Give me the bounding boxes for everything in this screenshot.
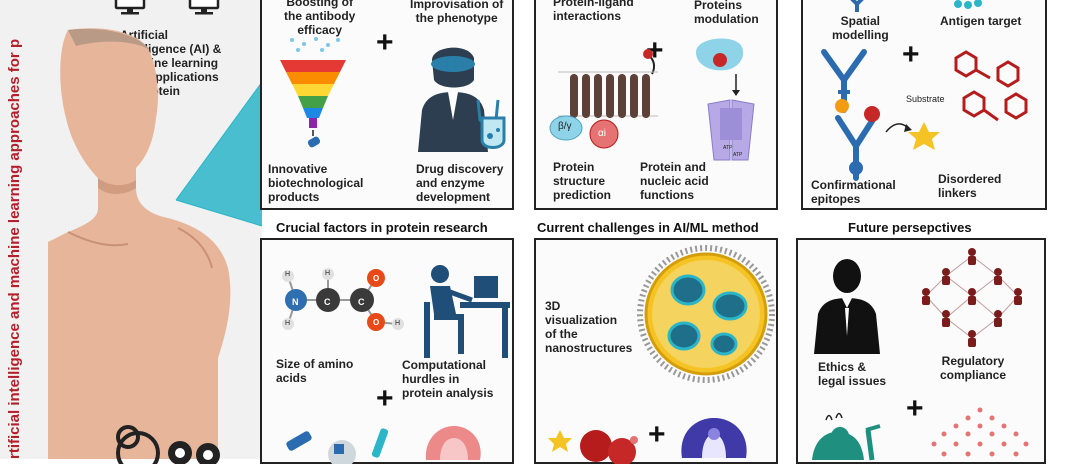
funnel-icon (280, 37, 346, 148)
molecule-structures-icon (954, 50, 1028, 122)
antibody-icon (821, 49, 867, 113)
nanoparticle-icon (637, 245, 775, 383)
label-antigen-target: Antigen target (940, 14, 1022, 28)
protein-modulation-icon (696, 38, 755, 161)
monitor-icon (114, 0, 146, 15)
network-people-icon (922, 248, 1022, 347)
title-future-perspectives: Future persepctives (848, 220, 972, 235)
atom-c-1: C (324, 297, 331, 307)
amino-acid-molecule-icon (282, 268, 404, 331)
organ-icon (425, 426, 481, 460)
label-atp-2: ATP (733, 152, 743, 158)
label-beta-gamma: β/γ (558, 121, 572, 132)
gpcr-receptor-icon (549, 49, 658, 149)
teal-beam (175, 81, 263, 227)
scientist-icon (418, 47, 506, 152)
human-figure (48, 28, 231, 460)
gears-icon (116, 425, 220, 464)
monitor-icon (188, 0, 220, 15)
computer-user-icon (424, 265, 510, 358)
atom-h-2: H (285, 320, 291, 327)
plus-icon: + (648, 418, 666, 451)
side-title: rtificial intelligence and machine learn… (6, 38, 23, 459)
atom-h-3: H (325, 270, 331, 277)
atom-o-2: O (373, 318, 380, 327)
plus-icon: + (902, 38, 920, 71)
atom-c-2: C (358, 297, 365, 307)
atom-h-1: H (285, 271, 291, 278)
antigen-small-icon (954, 0, 982, 9)
plus-icon: + (376, 26, 394, 59)
title-current-challenges: Current challenges in AI/ML method (537, 220, 759, 235)
label-alpha: αi (598, 128, 607, 139)
molecular-interaction-icon (548, 430, 638, 464)
epitope-antibody-icon (835, 106, 940, 181)
sick-person-icon (812, 412, 881, 461)
antibody-small-icon (850, 0, 864, 12)
businessman-icon (814, 259, 880, 354)
atom-h-4: H (395, 320, 401, 327)
label-atp-1: ATP (723, 145, 733, 151)
crowd-dots-icon (931, 407, 1029, 457)
title-crucial-factors: Crucial factors in protein research (276, 220, 488, 235)
protein-complex-icon (681, 418, 747, 458)
panel-crucial-factors (260, 238, 514, 464)
label-ethics-legal: Ethics &legal issues (818, 360, 887, 388)
atom-n: N (292, 297, 299, 307)
plus-icon: + (906, 392, 924, 425)
atom-o-1: O (373, 274, 380, 283)
plus-icon: + (376, 382, 394, 415)
lab-tools-icon (286, 428, 389, 464)
label-substrate: Substrate (906, 94, 945, 104)
